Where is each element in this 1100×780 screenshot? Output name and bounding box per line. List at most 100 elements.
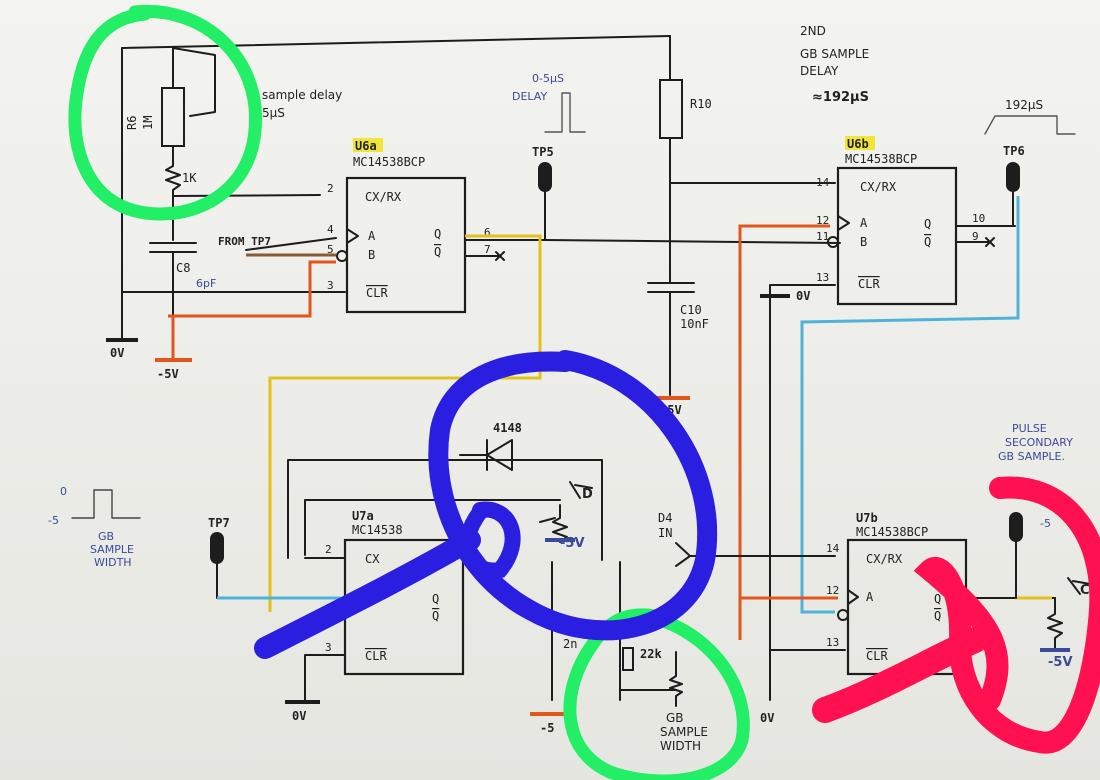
second-delay-note: 2ND GB SAMPLE DELAY ≈192µS 192µS — [800, 24, 1076, 135]
r22k-label: 22k — [640, 647, 662, 661]
u6a-ref: U6a — [355, 139, 377, 153]
diode-body — [486, 439, 513, 471]
u6b-a-label: A — [860, 216, 868, 230]
tp6-label: TP6 — [1003, 144, 1025, 158]
gb-width-line-2: SAMPLE — [90, 543, 134, 556]
u6b-body — [836, 166, 958, 306]
pulse-secondary-level: -5 — [1040, 517, 1051, 530]
u7b-ref: U7b — [856, 511, 878, 525]
marker-c: C — [1080, 583, 1090, 598]
neg5-label: -5V — [157, 367, 179, 381]
gb-width-line-3: WIDTH — [94, 556, 132, 569]
bottom-zero-v-label: 0V — [760, 711, 774, 725]
c8-label: C8 — [176, 261, 190, 275]
tp7-label: TP7 — [208, 516, 230, 530]
gb-sample-width-note: 0 -5 GB SAMPLE WIDTH — [48, 485, 141, 569]
u6a-output-wires — [464, 239, 546, 257]
u7a-cx-label: CX — [365, 552, 380, 566]
u6a-pin2-wire — [172, 194, 321, 197]
top-rail-wire — [121, 35, 671, 49]
delay-pulse-label: DELAY — [512, 90, 547, 103]
u7b-qbar-label: Q — [934, 609, 941, 623]
u6a-b-label: B — [368, 248, 375, 262]
chip-u6a: U6a MC14538BCP CX/RX A B CLR Q Q 2 4 5 3… — [218, 138, 546, 314]
u6b-pin13: 13 — [816, 271, 829, 284]
from-tp7-wire — [245, 237, 337, 251]
u7a-qbar-label: Q — [432, 609, 439, 623]
pot-d-neg5-label: -5V — [560, 536, 585, 551]
tp5-label: TP5 — [532, 145, 554, 159]
sample-delay-time: 5µS — [262, 106, 285, 120]
u7b-pin14: 14 — [826, 542, 840, 555]
u6b-pin11: 11 — [816, 230, 829, 243]
delay-pulse-note: DELAY 0-5µS — [512, 72, 586, 133]
u6a-part: MC14538BCP — [353, 155, 425, 169]
u6b-highlight — [845, 136, 875, 150]
pulse-192-label: 192µS — [1005, 98, 1043, 112]
pulse-192-waveform — [984, 115, 1076, 135]
u6b-a-trace — [738, 224, 830, 640]
chip-u7b: U7b MC14538BCP CX/RX A CLR Q Q 14 12 13 — [740, 511, 1056, 676]
u6a-highlight — [353, 138, 383, 152]
u6a-clr-label: CLR — [366, 286, 388, 300]
u6b-b-bubble — [827, 236, 839, 248]
u7b-a-label: A — [866, 590, 874, 604]
red-magnifier-handle — [812, 627, 988, 723]
gb-width-neg: -5 — [48, 514, 59, 527]
gb-width-line-1: GB — [98, 530, 114, 543]
blue-magnifier-ring — [428, 350, 718, 641]
r6-wiper-wire — [172, 47, 216, 117]
r6-resistor — [161, 87, 185, 147]
u6b-clr-wire — [769, 284, 836, 701]
r6-label: R6 — [125, 116, 139, 130]
u6a-q-trace — [465, 234, 542, 355]
pulse-secondary-line-2: SECONDARY — [1005, 436, 1073, 449]
u6a-a-label: A — [368, 229, 376, 243]
from-tp7-label: FROM TP7 — [218, 235, 271, 248]
pot-c-resistor — [1047, 597, 1063, 651]
second-delay-title-1: 2ND — [800, 24, 826, 38]
u7a-timing-network: 2n 22k GB SAMPLE WIDTH -5 0V — [530, 637, 774, 753]
tp6-body — [1006, 162, 1020, 192]
u6b-pin9: 9 — [972, 230, 979, 243]
pot-width-line-3: WIDTH — [660, 739, 701, 753]
r-1k-label: 1K — [182, 171, 197, 185]
u6b-cx-label: CX/RX — [860, 180, 897, 194]
u6a-nc-mark — [495, 251, 505, 261]
d4-part: IN — [658, 526, 672, 540]
chip-u6b: U6b MC14538BCP CX/RX A B CLR Q Q 14 12 1… — [738, 136, 1016, 701]
u6b-ref: U6b — [847, 137, 869, 151]
pot-width-line-1: GB — [666, 711, 684, 725]
pot-c-neg5-label: -5V — [1048, 655, 1073, 670]
blue-magnifier-handle — [254, 529, 481, 659]
annotation-overlays — [68, 4, 1100, 780]
u6b-pin10: 10 — [972, 212, 985, 225]
u6b-qbar-label: Q — [924, 235, 931, 249]
u6b-b-label: B — [860, 235, 867, 249]
u6a-pin6: 6 — [484, 226, 491, 239]
u7a-zero-v-label: 0V — [292, 709, 306, 723]
c8-value: 6pF — [196, 277, 216, 290]
r10-label: R10 — [690, 97, 712, 111]
pulse-secondary-line-1: PULSE — [1012, 422, 1047, 435]
delay-pulse-time: 0-5µS — [532, 72, 564, 85]
u7a-pin3: 3 — [325, 641, 332, 654]
u6a-to-u6b-wire — [544, 239, 841, 244]
diode-4148: 4148 — [459, 421, 522, 471]
u6b-pin14: 14 — [816, 176, 830, 189]
u6b-q-label: Q — [924, 217, 931, 231]
pot-width-line-2: SAMPLE — [660, 725, 708, 739]
u6b-zero-v-label: 0V — [796, 289, 810, 303]
neg5-trace — [168, 260, 336, 318]
tp5-body — [538, 162, 552, 192]
u6b-nc-mark — [985, 237, 995, 247]
green-circle-bottom — [563, 608, 750, 780]
second-delay-title-2: GB SAMPLE — [800, 47, 869, 61]
cap-2n-label: 2n — [563, 637, 577, 651]
d4-label: D4 — [658, 511, 672, 525]
u6a-cx-label: CX/RX — [365, 190, 402, 204]
zero-v-label: 0V — [110, 346, 124, 360]
u7b-part: MC14538BCP — [856, 525, 928, 539]
green-circle-top-left — [68, 4, 263, 221]
